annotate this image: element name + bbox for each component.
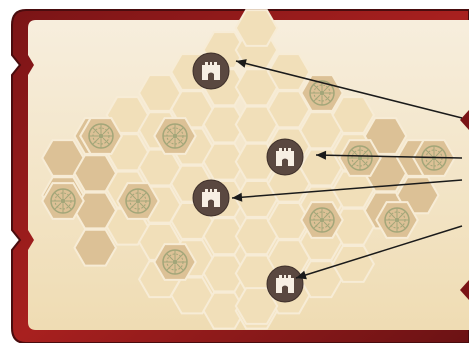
hex-grid (42, 10, 438, 329)
hex-tile[interactable] (75, 230, 117, 266)
castle-icon[interactable] (193, 53, 229, 89)
compass-rose-icon (339, 140, 380, 176)
castle-icon[interactable] (267, 266, 303, 302)
compass-rose-icon (301, 75, 342, 111)
compass-rose-icon (376, 202, 417, 238)
hex-tile[interactable] (333, 97, 374, 133)
hex-tile[interactable] (236, 10, 277, 46)
compass-rose-icon (42, 183, 83, 219)
compass-rose-icon (301, 202, 342, 238)
compass-rose-icon (154, 118, 195, 154)
castle-icon[interactable] (267, 139, 303, 175)
compass-rose-icon (80, 118, 121, 154)
hex-tile[interactable] (268, 54, 309, 90)
castle-icon[interactable] (193, 180, 229, 216)
compass-rose-icon (117, 183, 158, 219)
compass-rose-icon (154, 244, 195, 280)
